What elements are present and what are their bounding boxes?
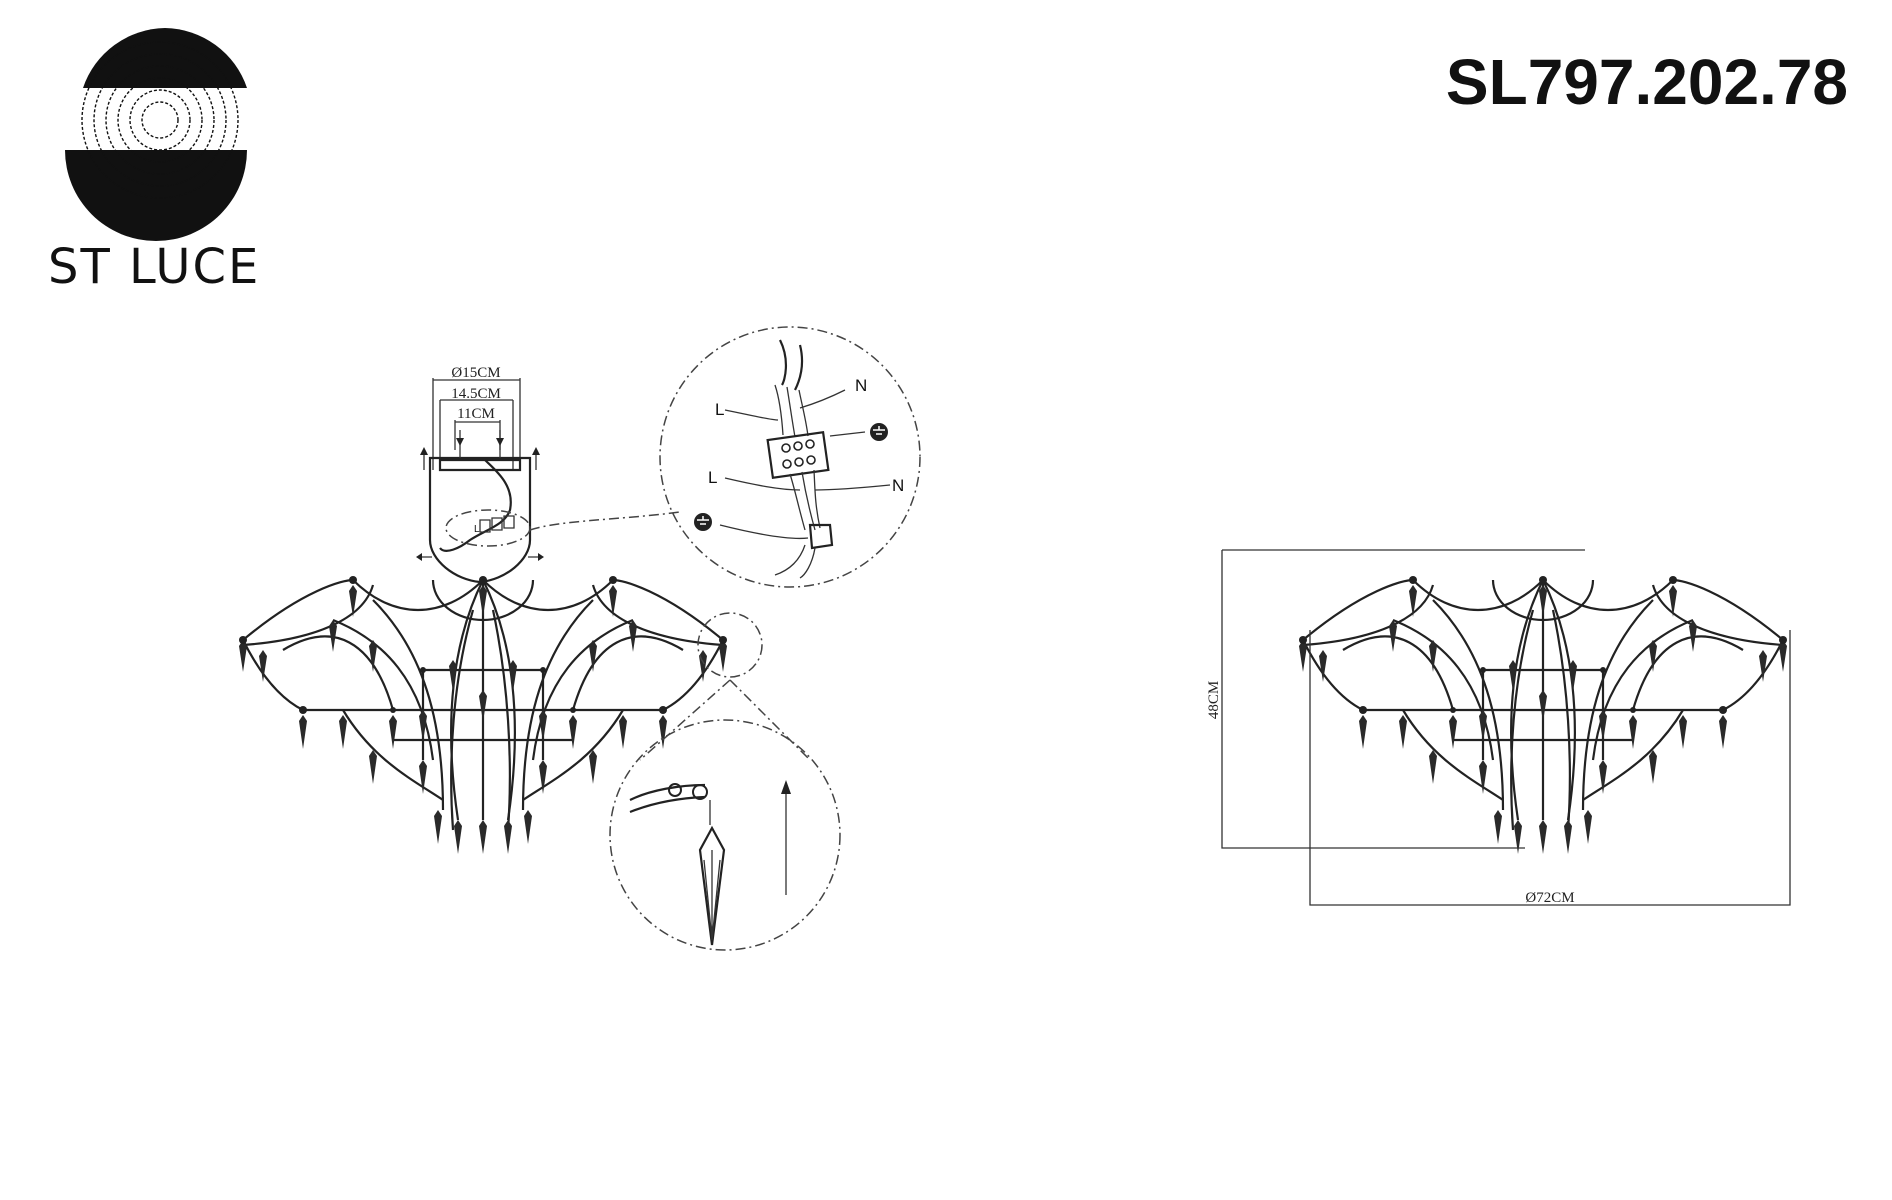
wire-label-live-top: L bbox=[715, 400, 724, 419]
dim-screw-spacing: 11CM bbox=[457, 406, 495, 422]
wire-label-neutral-top: N bbox=[855, 376, 867, 395]
dim-overall-diameter: Ø72CM bbox=[1525, 890, 1574, 906]
chandelier-assembly-view bbox=[237, 574, 729, 856]
dim-plate-width: 14.5CM bbox=[451, 386, 501, 402]
chandelier-dimension-view bbox=[1221, 549, 1791, 906]
wire-label-neutral-bottom: N bbox=[892, 476, 904, 495]
bracket-live-label: L bbox=[474, 524, 480, 535]
ground-symbol-icon bbox=[694, 423, 888, 531]
wire-label-live-bottom: L bbox=[708, 468, 717, 487]
spiral-s-logo-icon bbox=[40, 28, 270, 241]
mounting-bracket-drawing: L bbox=[416, 378, 544, 584]
model-code: SL797.202.78 bbox=[1446, 46, 1848, 118]
wiring-detail bbox=[659, 326, 921, 588]
dim-overall-height: 48CM bbox=[1206, 681, 1222, 719]
crystal-hook-detail bbox=[609, 612, 841, 951]
brand-name: ST LUCE bbox=[48, 239, 260, 295]
dim-outer-diameter: Ø15CM bbox=[451, 365, 500, 381]
